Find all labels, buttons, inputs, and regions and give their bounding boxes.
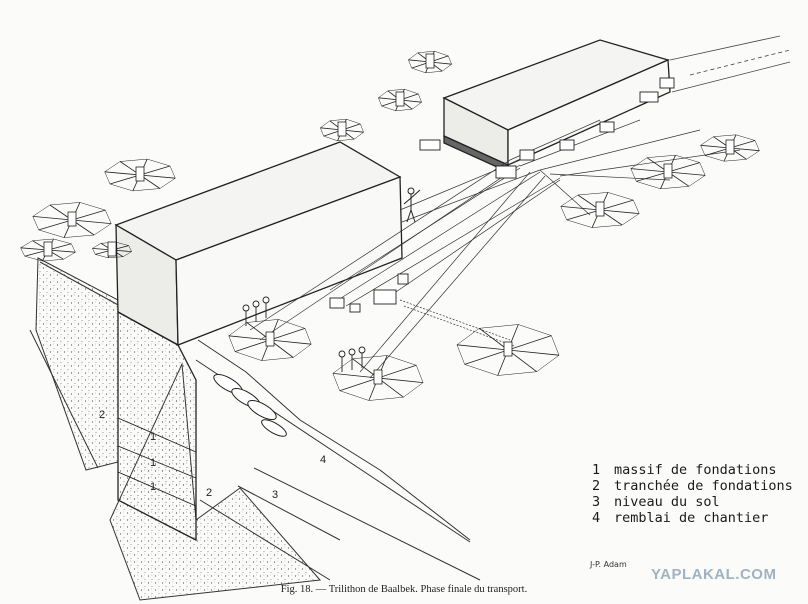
- rear-block: [442, 39, 671, 174]
- legend-item: 4 remblai de chantier: [592, 510, 793, 526]
- cart: [659, 77, 675, 89]
- legend: 1 massif de fondations 2 tranchée de fonda…: [592, 462, 793, 526]
- legend-item: 3 niveau du sol: [592, 494, 793, 510]
- capstan: [320, 118, 364, 142]
- capstan: [332, 355, 424, 401]
- legend-label: niveau du sol: [614, 494, 720, 510]
- tag-massif-3: 1: [150, 481, 156, 493]
- worker-group: [242, 296, 366, 372]
- foundation-mass: [117, 310, 197, 542]
- cart: [397, 273, 409, 285]
- cart: [373, 289, 397, 305]
- capstan: [20, 238, 76, 262]
- capstan: [92, 241, 132, 259]
- legend-label: remblai de chantier: [614, 510, 769, 526]
- track: [669, 35, 791, 93]
- tag-massif-1: 1: [150, 431, 156, 443]
- legend-label: massif de fondations: [614, 462, 777, 478]
- cart: [419, 139, 441, 151]
- rear-block-side: [507, 59, 671, 167]
- tag-massif-2: 1: [150, 457, 156, 469]
- tag-tranchee-left: 2: [99, 409, 105, 421]
- tag-sol: 3: [272, 489, 278, 501]
- capstan: [700, 134, 760, 162]
- legend-num: 4: [592, 510, 601, 526]
- cart: [639, 91, 659, 103]
- legend-num: 2: [592, 478, 601, 494]
- front-block-side: [175, 176, 403, 346]
- capstan: [32, 202, 112, 238]
- rollers: [213, 373, 287, 437]
- capstan: [560, 192, 640, 228]
- site-watermark: YAPLAKAL.COM: [651, 566, 777, 583]
- capstan: [104, 158, 176, 192]
- trench-left-fill: [35, 257, 119, 471]
- figure-caption: Fig. 18. — Trilithon de Baalbek. Phase f…: [280, 584, 528, 595]
- legend-num: 3: [592, 494, 601, 510]
- legend-item: 1 massif de fondations: [592, 462, 793, 478]
- capstan: [456, 324, 560, 376]
- cart: [495, 165, 517, 179]
- cart: [349, 303, 361, 313]
- foreman-figure: [403, 187, 421, 223]
- tag-tranchee-right: 2: [206, 487, 212, 499]
- cart: [519, 149, 535, 161]
- capstans: [20, 50, 760, 401]
- legend-label: tranchée de fondations: [614, 478, 793, 494]
- legend-num: 1: [592, 462, 601, 478]
- capstan: [408, 50, 452, 74]
- legend-item: 2 tranchée de fondations: [592, 478, 793, 494]
- cart: [599, 121, 615, 133]
- cart: [559, 139, 575, 151]
- capstan: [378, 88, 422, 112]
- front-block: [114, 141, 403, 542]
- tag-remblai: 4: [320, 454, 326, 466]
- author-signature: J-P. Adam: [590, 560, 627, 569]
- cart: [329, 297, 345, 309]
- carts: [329, 77, 675, 313]
- capstan: [228, 319, 312, 361]
- capstan: [630, 154, 706, 190]
